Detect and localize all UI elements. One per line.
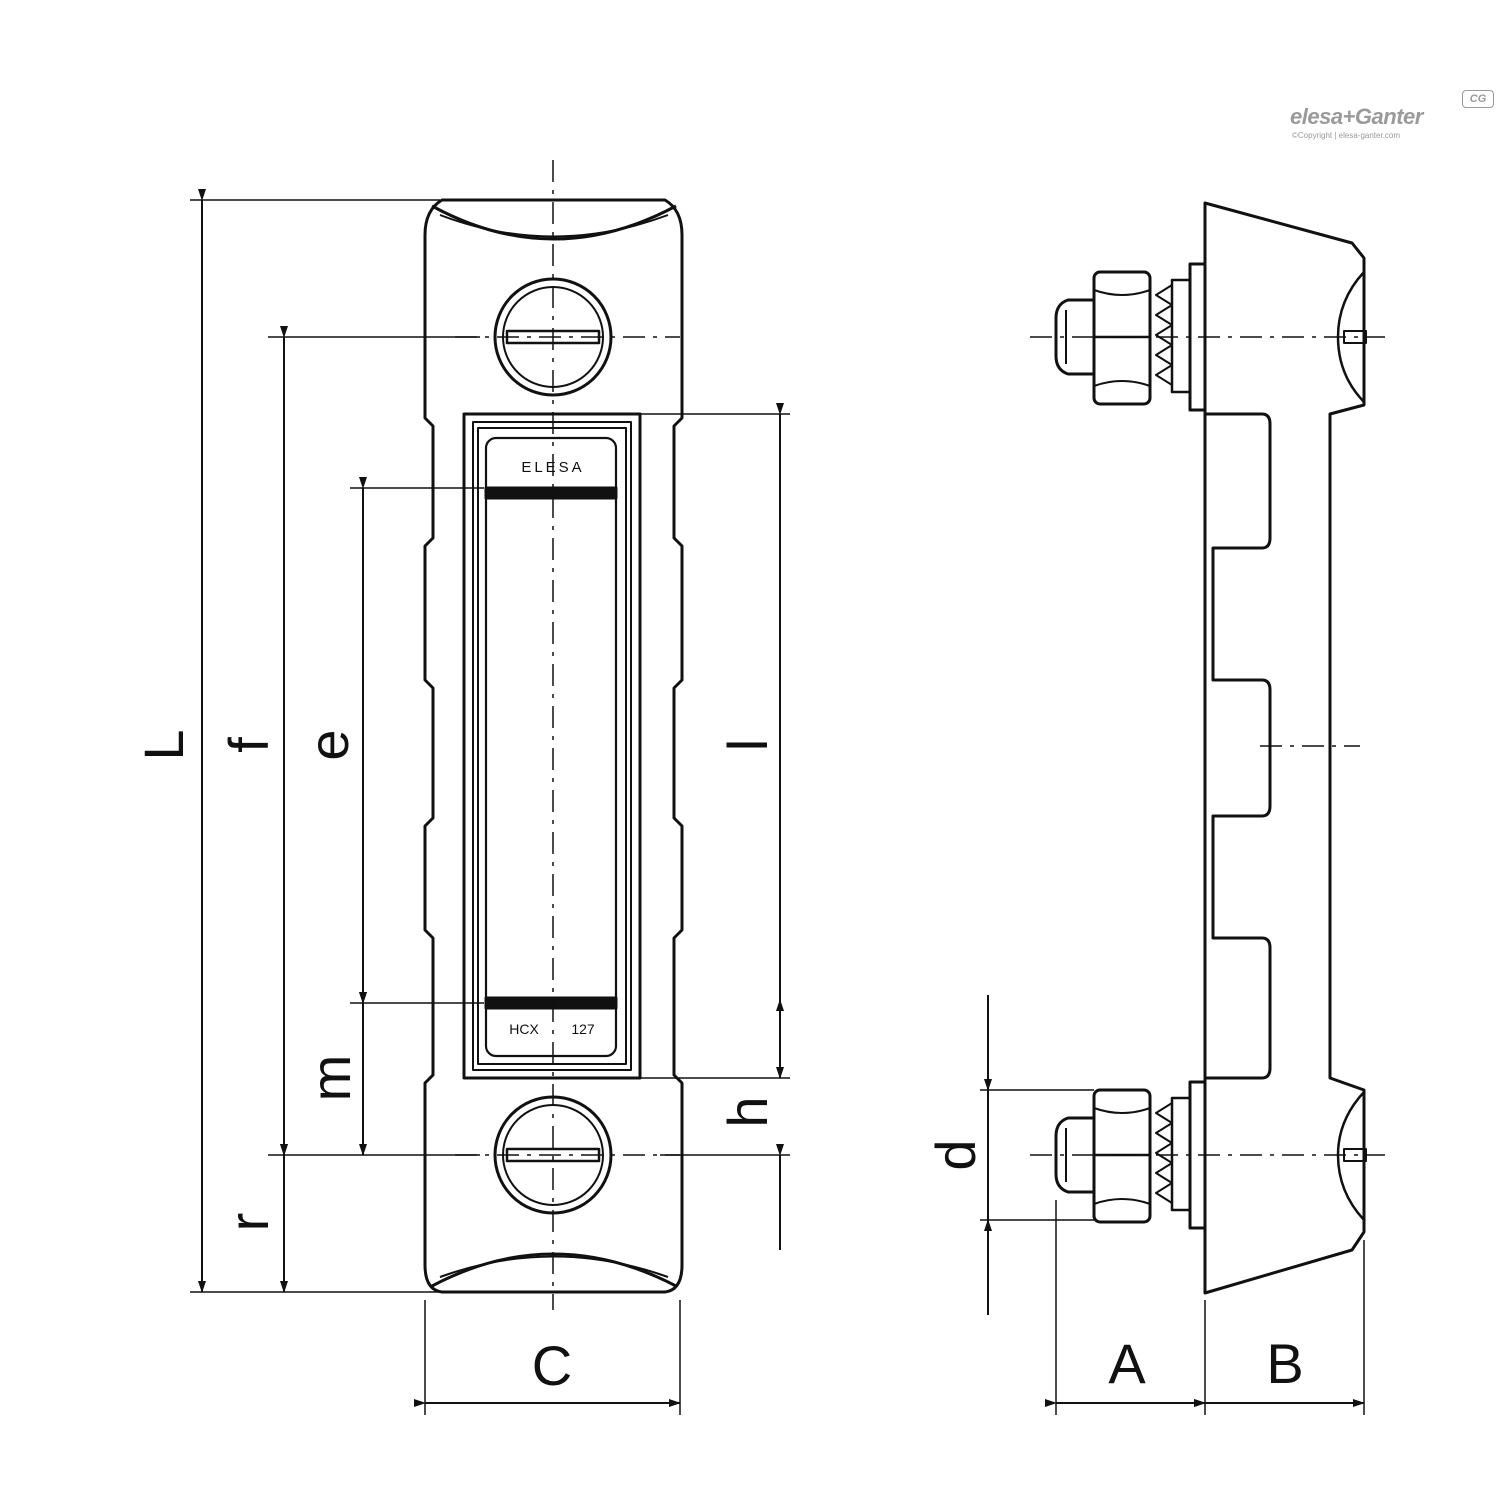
brand-name: elesa+Ganter	[1290, 104, 1423, 129]
dim-label-r: r	[217, 1213, 280, 1232]
bottom-cap-nut	[1054, 1116, 1094, 1194]
brand-copyright: ©Copyright | elesa-ganter.com	[1292, 131, 1401, 140]
dim-label-B: B	[1266, 1332, 1303, 1395]
top-cap-nut	[1054, 298, 1094, 376]
side-rib	[1205, 412, 1272, 1080]
front-view	[423, 198, 684, 1294]
side-body-outline	[1203, 201, 1366, 1295]
dim-label-f: f	[217, 737, 280, 753]
extension-lines	[190, 199, 1365, 1415]
max-level-mark	[484, 486, 618, 500]
dimension-lines	[198, 189, 1365, 1407]
dim-label-h: h	[716, 1096, 779, 1127]
dim-label-d: d	[924, 1139, 987, 1170]
front-body-outline	[423, 198, 684, 1294]
dim-label-e: e	[297, 729, 360, 760]
plate-brand-text: ELESA	[521, 459, 584, 476]
dim-label-A: A	[1108, 1332, 1146, 1395]
sight-glass	[485, 497, 617, 999]
dim-label-m: m	[299, 1055, 362, 1102]
plate-size-text: 127	[571, 1021, 595, 1037]
dim-label-L: L	[132, 729, 195, 760]
side-view	[1054, 201, 1367, 1295]
plate-code-text: HCX	[509, 1021, 539, 1037]
brand-logo: elesa+Ganter ©Copyright | elesa-ganter.c…	[1290, 90, 1495, 150]
window-outer-frame	[462, 412, 642, 1080]
brand-badge: CG	[1462, 90, 1494, 108]
min-level-mark	[484, 996, 618, 1010]
dim-label-C: C	[532, 1334, 572, 1397]
center-lines	[455, 160, 1385, 1310]
top-grip-recess	[431, 204, 677, 241]
bottom-grip-recess	[431, 1252, 677, 1288]
dim-label-l: l	[716, 739, 779, 751]
